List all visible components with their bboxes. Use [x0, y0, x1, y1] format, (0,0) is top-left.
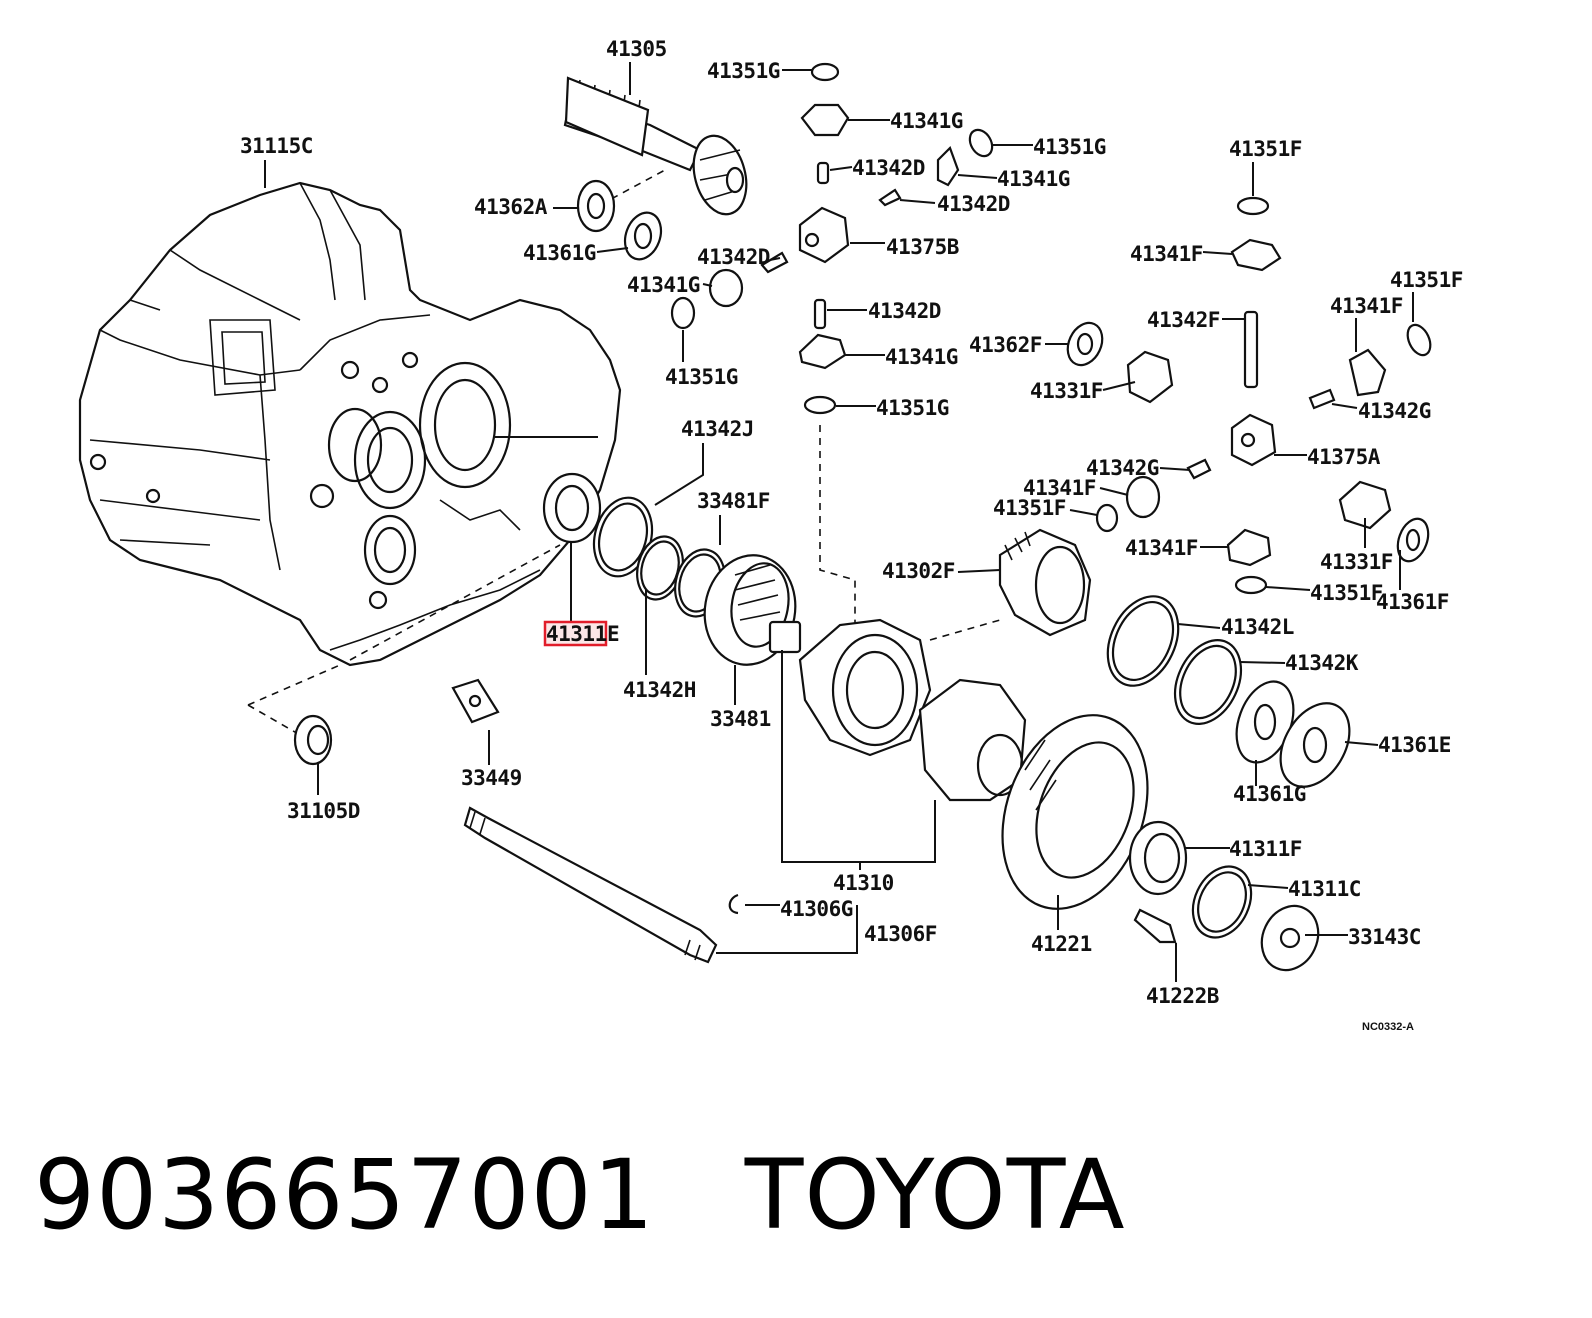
label-33449[interactable]: 33449: [461, 766, 522, 790]
label-41310[interactable]: 41310: [833, 871, 894, 895]
label-41361F[interactable]: 41361F: [1376, 590, 1449, 614]
washer-41311C: [1191, 865, 1253, 939]
label-41341G[interactable]: 41341G: [627, 273, 700, 297]
part-number: 9036657001: [34, 1139, 655, 1251]
label-41342L[interactable]: 41342L: [1221, 615, 1294, 639]
axle-shaft-41306F: [463, 806, 718, 964]
label-41361E[interactable]: 41361E: [1378, 733, 1451, 757]
label-41342D[interactable]: 41342D: [697, 245, 770, 269]
label-41342K[interactable]: 41342K: [1285, 651, 1359, 675]
label-41375B[interactable]: 41375B: [886, 235, 959, 259]
label-33481[interactable]: 33481: [710, 707, 771, 731]
label-41351G[interactable]: 41351G: [876, 396, 949, 420]
highlight-box: [543, 620, 608, 647]
label-41306F[interactable]: 41306F: [864, 922, 937, 946]
label-41341G[interactable]: 41341G: [885, 345, 958, 369]
label-41362F[interactable]: 41362F: [969, 333, 1042, 357]
label-41361G[interactable]: 41361G: [523, 241, 596, 265]
transaxle-housing-31115C: [78, 160, 622, 667]
label-33143C[interactable]: 33143C: [1348, 925, 1421, 949]
figure-code: NC0332-A: [1362, 1021, 1414, 1033]
label-41302F[interactable]: 41302F: [882, 559, 955, 583]
label-41351F[interactable]: 41351F: [993, 496, 1066, 520]
label-41362A[interactable]: 41362A: [474, 195, 548, 219]
label-41331F[interactable]: 41331F: [1320, 550, 1393, 574]
label-41351F[interactable]: 41351F: [1310, 581, 1383, 605]
label-41222B[interactable]: 41222B: [1146, 984, 1219, 1008]
label-41342H[interactable]: 41342H: [623, 678, 696, 702]
differential-case-41302F: [998, 528, 1092, 637]
label-41351G[interactable]: 41351G: [665, 365, 738, 389]
label-31115C[interactable]: 31115C: [240, 134, 313, 158]
label-41351F[interactable]: 41351F: [1390, 268, 1463, 292]
shim-41361E: [1279, 702, 1351, 788]
label-41305[interactable]: 41305: [606, 37, 667, 61]
bearing-41311F: [1128, 820, 1188, 896]
label-41341F[interactable]: 41341F: [1130, 242, 1203, 266]
washer-41362A: [576, 179, 616, 233]
label-41341F[interactable]: 41341F: [1023, 476, 1096, 500]
label-41342D[interactable]: 41342D: [852, 156, 925, 180]
label-41306G[interactable]: 41306G: [780, 897, 853, 921]
oil-seal-31105D: [293, 714, 333, 766]
leader-lines: [317, 62, 1414, 982]
label-41351F[interactable]: 41351F: [1229, 137, 1302, 161]
label-41311C[interactable]: 41311C: [1288, 877, 1361, 901]
differential-case-41310: [768, 618, 1027, 802]
label-41342D[interactable]: 41342D: [937, 192, 1010, 216]
label-41221[interactable]: 41221: [1031, 932, 1092, 956]
label-41331F[interactable]: 41331F: [1030, 379, 1103, 403]
label-41342F[interactable]: 41342F: [1147, 308, 1220, 332]
oil-seal-41311E: [542, 472, 602, 544]
pinion-shaft-41305: [563, 76, 748, 216]
label-41341F[interactable]: 41341F: [1125, 536, 1198, 560]
clip-41306G: [728, 893, 739, 915]
side-gear-set-G: [670, 62, 994, 415]
label-41341G[interactable]: 41341G: [890, 109, 963, 133]
label-33481F[interactable]: 33481F: [697, 489, 770, 513]
label-41341G[interactable]: 41341G: [997, 167, 1070, 191]
footer: 9036657001 TOYOTA: [34, 1139, 1126, 1251]
label-41375A[interactable]: 41375A: [1307, 445, 1381, 469]
label-41351G[interactable]: 41351G: [1033, 135, 1106, 159]
label-41341F[interactable]: 41341F: [1330, 294, 1403, 318]
label-41342D[interactable]: 41342D: [868, 299, 941, 323]
label-41311E-highlighted[interactable]: 41311: [546, 622, 607, 646]
callout-labels: 41305 41351G 41341G 41351G 41342D 41341G…: [240, 37, 1463, 1033]
plug-33143C: [1260, 904, 1320, 972]
label-41342J[interactable]: 41342J: [681, 417, 754, 441]
alignment-lines: [247, 169, 1001, 736]
label-41311F[interactable]: 41311F: [1229, 837, 1302, 861]
label-41311E-suffix[interactable]: E: [607, 622, 620, 646]
label-41342G[interactable]: 41342G: [1358, 399, 1431, 423]
brand-name: TOYOTA: [744, 1139, 1126, 1251]
label-31105D[interactable]: 31105D: [287, 799, 360, 823]
gasket-33449: [451, 678, 500, 724]
washer-41361G-a: [623, 211, 663, 261]
bolt-41222B: [1133, 908, 1177, 944]
label-41351G[interactable]: 41351G: [707, 59, 780, 83]
label-41361G[interactable]: 41361G: [1233, 782, 1306, 806]
label-41342G[interactable]: 41342G: [1086, 456, 1159, 480]
side-gear-set-F: [1066, 196, 1432, 595]
